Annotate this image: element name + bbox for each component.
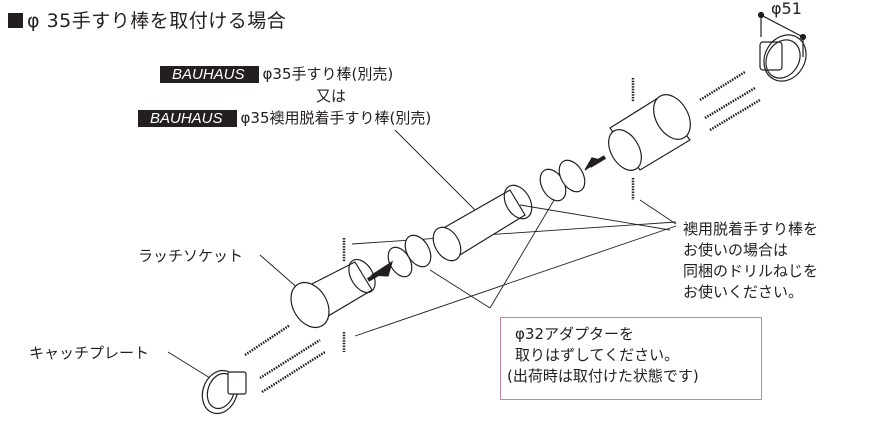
title-text: φ 35手すり棒を取付ける場合 — [27, 10, 287, 32]
warning-line: (出荷時は取付けた状態です) — [507, 367, 699, 385]
left-latch-socket — [290, 258, 376, 329]
note-line: お使いください。 — [683, 283, 804, 301]
catch-plate — [201, 369, 247, 415]
square-bullet-icon — [8, 13, 23, 28]
warning-line: φ32アダプターを — [515, 325, 634, 343]
note-line: 襖用脱着手すり棒を — [683, 220, 819, 238]
warning-line: 取りはずしてください。 — [515, 346, 680, 364]
brand-badge: BAUHAUS — [160, 66, 259, 83]
latch-socket-label: ラッチソケット — [138, 247, 244, 265]
page-title: φ 35手すり棒を取付ける場合 — [8, 6, 286, 33]
adapter-right — [539, 159, 586, 202]
dimension-label: φ51 — [771, 0, 802, 18]
note-line: お使いの場合は — [683, 241, 789, 259]
or-label: 又は — [316, 87, 347, 105]
product-label-2-text: φ35襖用脱着手すり棒(別売) — [240, 109, 432, 127]
right-bracket — [759, 34, 807, 82]
adapter-warning-box: φ32アダプターを 取りはずしてください。 (出荷時は取付けた状態です) — [500, 317, 762, 400]
handrail-tube — [432, 184, 533, 262]
product-label-1-text: φ35手すり棒(別売) — [262, 65, 394, 83]
dimension-phi51 — [757, 11, 807, 57]
note-line: 同梱のドリルねじを — [683, 262, 819, 280]
adapter-left — [387, 234, 432, 278]
drill-screw-note: 襖用脱着手すり棒を お使いの場合は 同梱のドリルねじを お使いください。 — [683, 219, 863, 303]
brand-badge: BAUHAUS — [138, 110, 237, 127]
catch-plate-label: キャッチプレート — [29, 344, 150, 362]
right-latch — [608, 94, 691, 171]
screws — [244, 70, 761, 394]
